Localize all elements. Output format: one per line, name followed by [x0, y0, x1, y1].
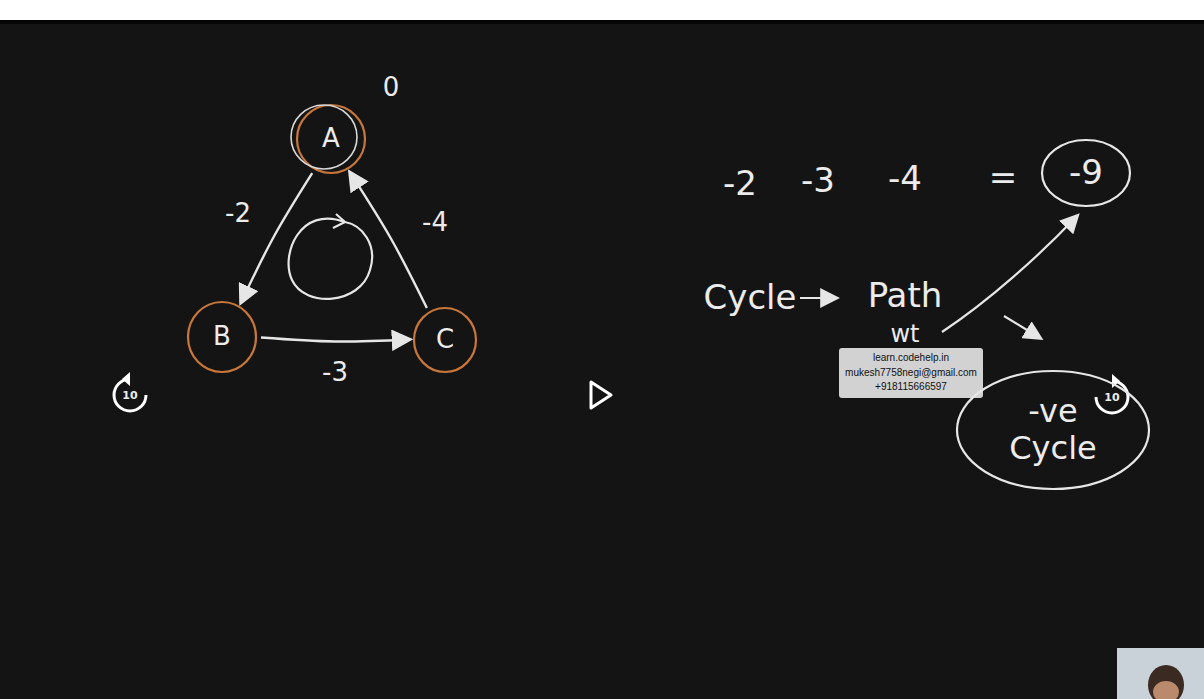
- equation-sign: =: [989, 159, 1018, 196]
- outline: [414, 308, 476, 372]
- vertex-circle: C: [412, 306, 478, 374]
- cycle-arrow: [289, 219, 373, 299]
- play-icon: [591, 382, 611, 408]
- note-text: wt: [890, 321, 919, 347]
- node-label: B: [213, 322, 231, 352]
- watermark-text: mukesh7758negi@gmail.com: [845, 366, 977, 381]
- sketch-outline: [291, 105, 357, 169]
- outline: [1042, 140, 1130, 206]
- implies-arrow: [800, 297, 836, 299]
- top-rule: [0, 20, 1204, 24]
- vertex-circle: B: [186, 300, 258, 374]
- weighted-edge: [350, 173, 427, 308]
- pointer-arrow: [1004, 316, 1040, 338]
- note-text: Cycle: [704, 279, 797, 316]
- node-label: -9: [1069, 153, 1103, 192]
- weighted-edge: [261, 338, 409, 342]
- node-label: C: [436, 325, 454, 355]
- watermark-text: +918115666597: [875, 380, 947, 395]
- outline: [957, 371, 1149, 489]
- cycle-arrowhead: [333, 214, 345, 228]
- edge-weight: -3: [319, 358, 351, 387]
- watermark-box: learn.codehelp.inmukesh7758negi@gmail.co…: [839, 348, 983, 398]
- rewind-icon-head: [122, 372, 130, 386]
- leader-arrow: [942, 216, 1077, 332]
- webcam-person: [1148, 665, 1184, 699]
- note-text: Path: [868, 277, 943, 314]
- weighted-edge: [241, 173, 312, 302]
- distance-label: 0: [383, 73, 400, 102]
- sum-circle: -9: [1040, 138, 1132, 208]
- outline: [297, 105, 365, 173]
- conclusion-ellipse: -ve Cycle: [955, 369, 1151, 491]
- webcam-face: [1153, 681, 1179, 699]
- icon-number: 10: [1104, 392, 1119, 404]
- icon-number: 10: [122, 390, 137, 402]
- edge-weight: -4: [419, 208, 451, 237]
- node-label: -ve Cycle: [998, 393, 1108, 467]
- vertex-circle: A: [295, 103, 367, 175]
- equation-term: -2: [723, 165, 757, 202]
- watermark-text: learn.codehelp.in: [873, 351, 949, 366]
- top-bar: [0, 0, 1204, 20]
- node-label: A: [322, 124, 340, 154]
- outline: [188, 302, 256, 372]
- edge-weight: -2: [222, 199, 254, 228]
- equation-term: -3: [801, 162, 835, 199]
- equation-term: -4: [888, 160, 922, 197]
